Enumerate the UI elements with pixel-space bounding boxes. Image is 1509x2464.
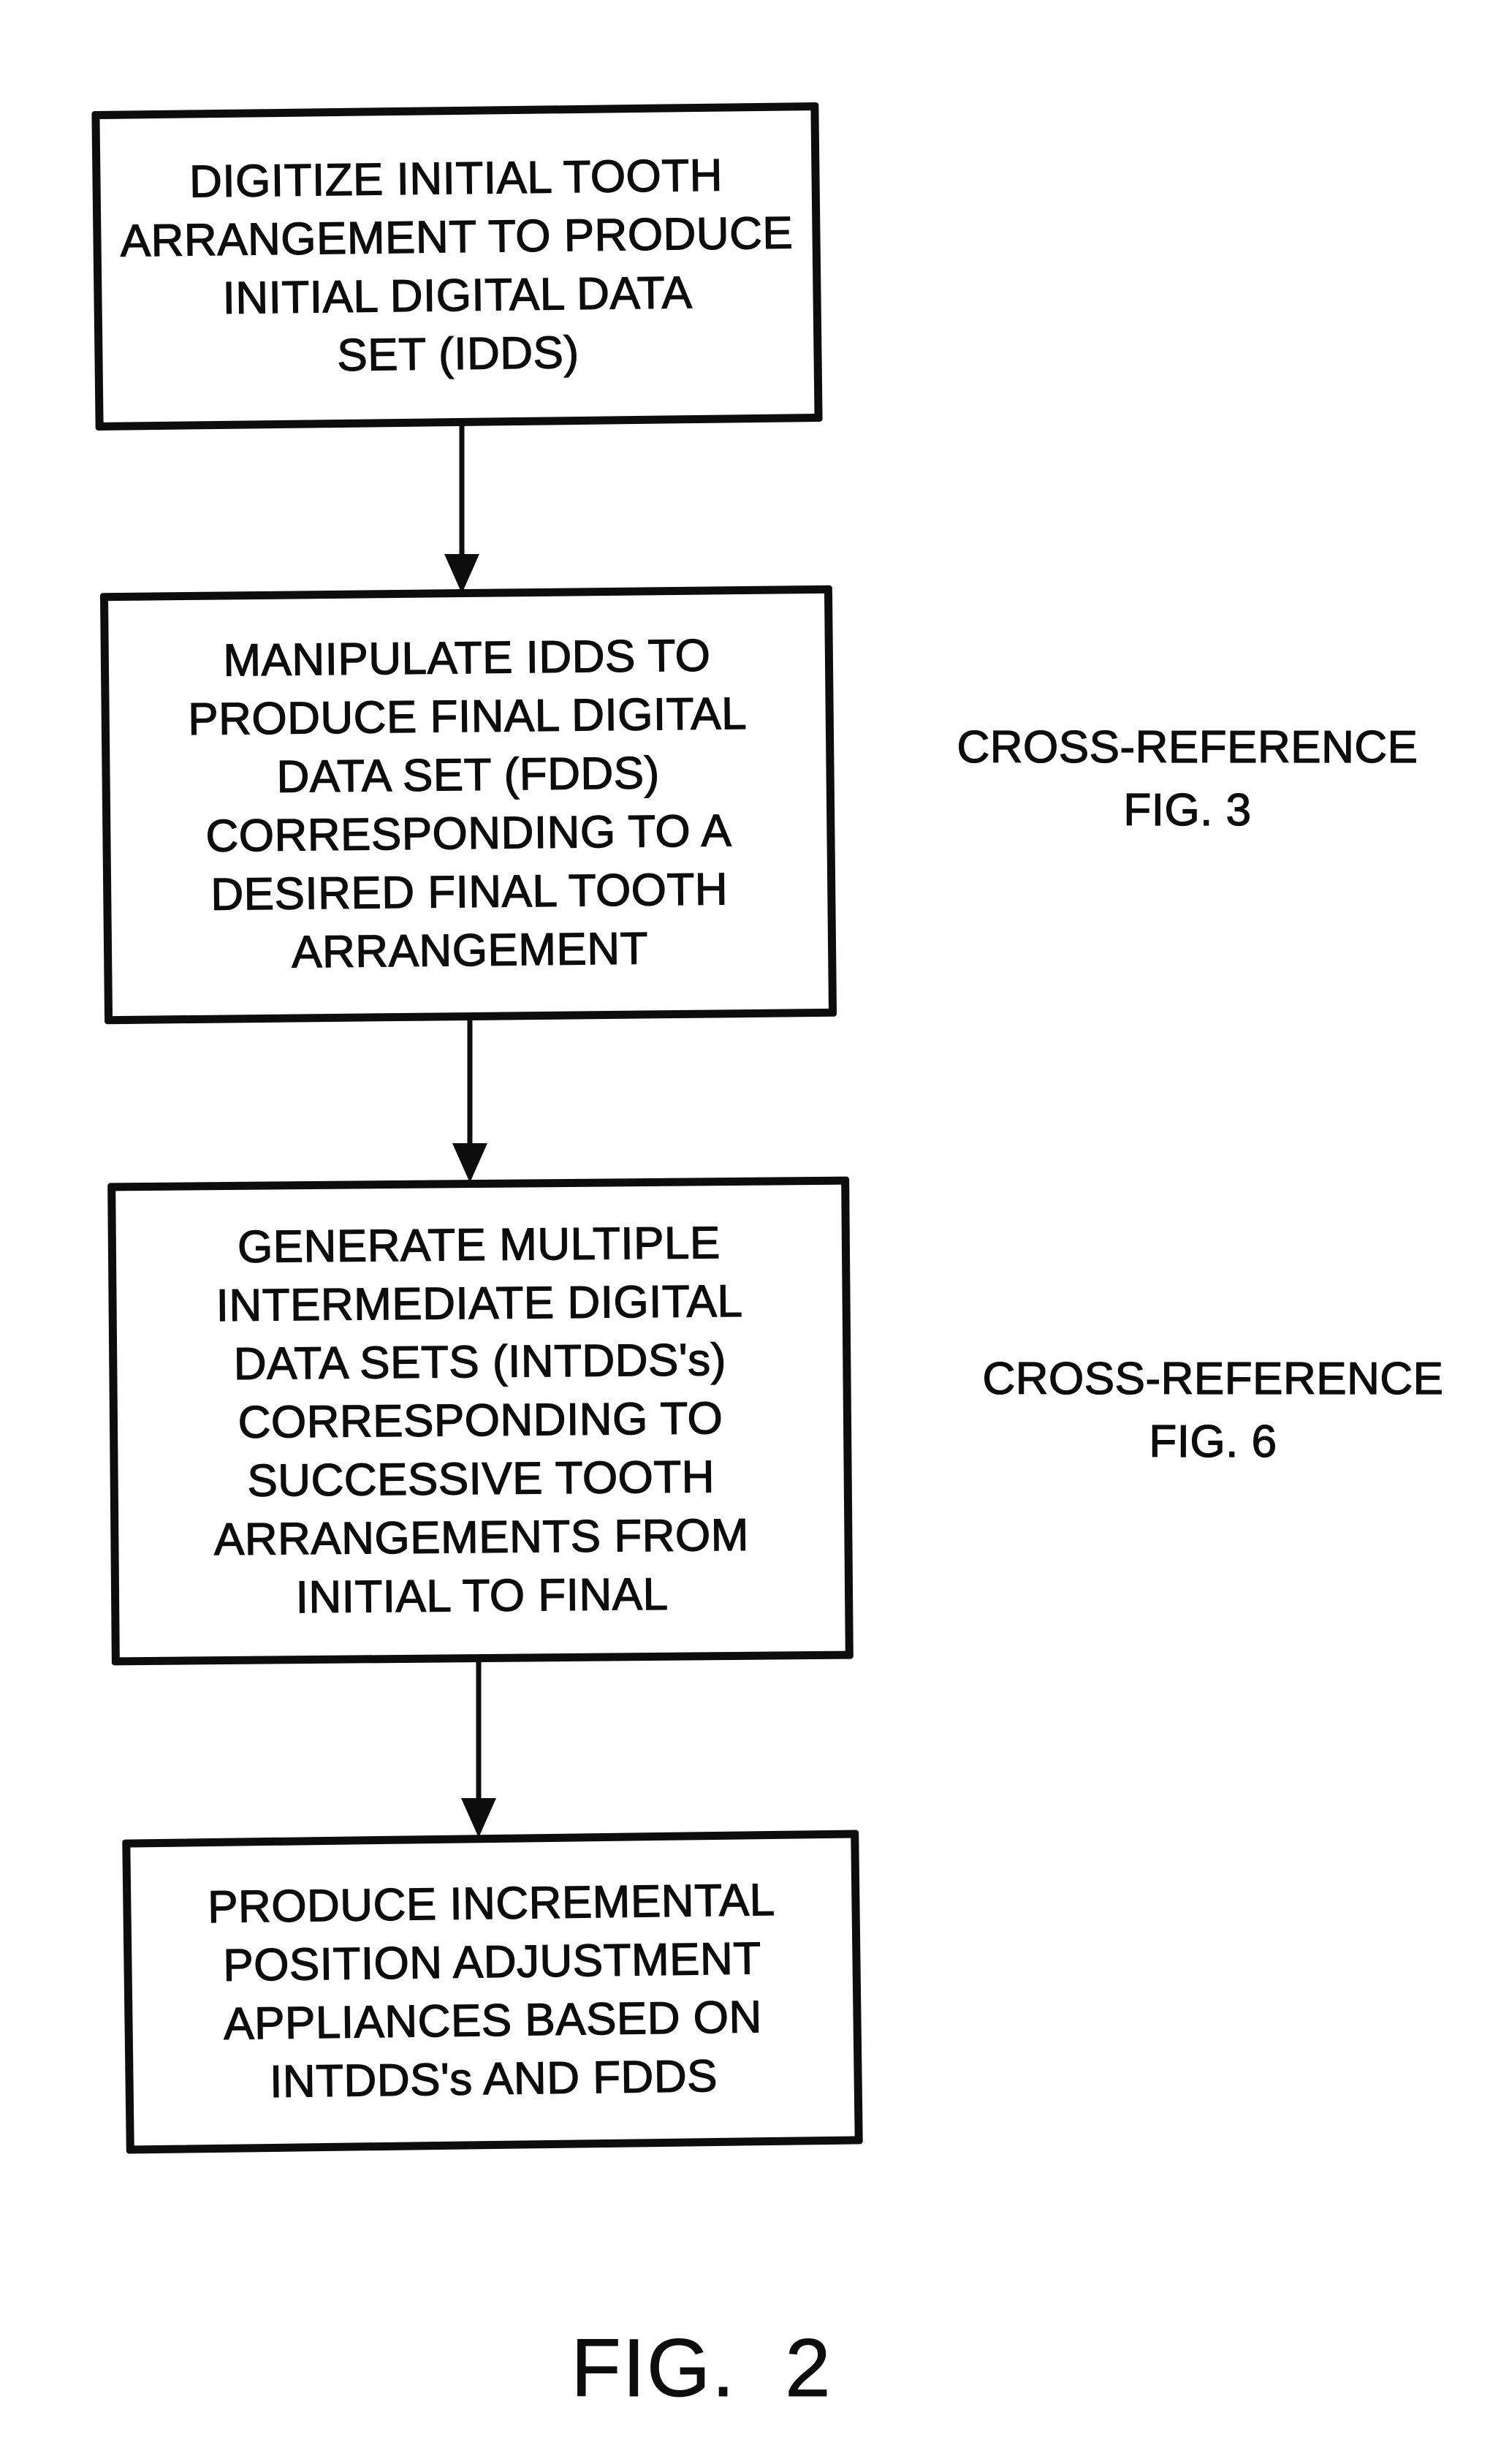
flow-step-generate-intdds-label: GENERATE MULTIPLE INTERMEDIATE DIGITAL D… <box>213 1217 750 1623</box>
flow-arrow-2 <box>452 1016 487 1183</box>
flow-step-digitize-idds-label: DIGITIZE INITIAL TOOTH ARRANGEMENT TO PR… <box>120 149 794 381</box>
flow-step-produce-appliances-label: PRODUCE INCREMENTAL POSITION ADJUSTMENT … <box>207 1874 776 2107</box>
flow-step-generate-intdds: GENERATE MULTIPLE INTERMEDIATE DIGITAL D… <box>107 1176 854 1666</box>
figure-caption: FIG. 2 <box>571 2322 832 2414</box>
flow-step-digitize-idds: DIGITIZE INITIAL TOOTH ARRANGEMENT TO PR… <box>91 102 823 431</box>
arrow-shaft <box>476 1656 482 1807</box>
arrow-shaft <box>459 421 465 563</box>
arrow-down-icon <box>461 1798 496 1838</box>
arrow-down-icon <box>444 554 479 594</box>
arrow-shaft <box>467 1016 473 1152</box>
cross-reference-fig3: CROSS-REFERENCE FIG. 3 <box>957 721 1418 835</box>
flow-arrow-3 <box>461 1656 496 1838</box>
cross-reference-fig6: CROSS-REFERENCE FIG. 6 <box>982 1353 1444 1467</box>
flow-step-produce-appliances: PRODUCE INCREMENTAL POSITION ADJUSTMENT … <box>122 1830 863 2154</box>
flow-arrow-1 <box>444 421 479 594</box>
flow-step-manipulate-fdds: MANIPULATE IDDS TO PRODUCE FINAL DIGITAL… <box>99 585 837 1025</box>
arrow-down-icon <box>452 1143 487 1183</box>
flow-step-manipulate-fdds-label: MANIPULATE IDDS TO PRODUCE FINAL DIGITAL… <box>187 630 748 978</box>
